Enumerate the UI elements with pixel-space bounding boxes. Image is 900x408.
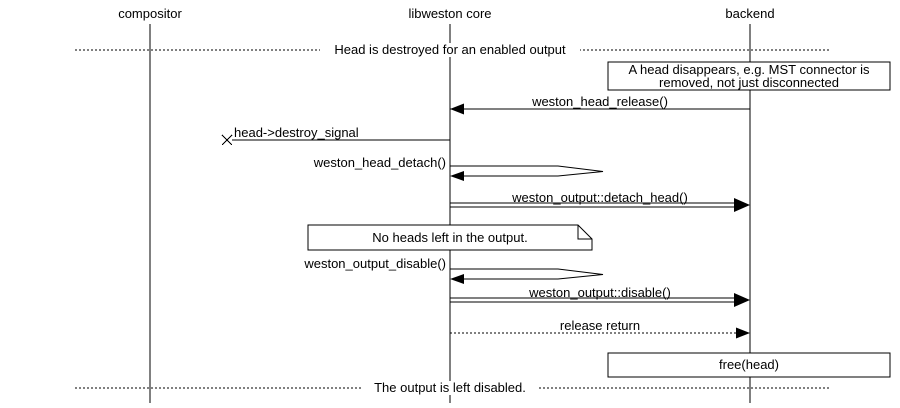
message-release-return-label: release return (560, 318, 640, 333)
box-free-head (607, 352, 891, 378)
lost-message-x-icon (221, 134, 233, 146)
arrow-disable-arrowhead-icon (734, 293, 750, 307)
self-call-output-disable-arrowhead-icon (450, 274, 464, 284)
message-output-disable-call-label: weston_output_disable() (303, 256, 446, 271)
divider-bottom-mask (363, 381, 537, 395)
self-call-head-detach-loop (450, 165, 604, 177)
divider-top-mask (320, 43, 580, 57)
note-head-disappears-box (607, 61, 891, 91)
actor-label-backend: backend (725, 6, 774, 21)
note-no-heads-label: No heads left in the output. (372, 230, 527, 245)
divider-top-label: Head is destroyed for an enabled output (334, 42, 566, 57)
message-disable-label: weston_output::disable() (528, 285, 671, 300)
divider-bottom-label: The output is left disabled. (374, 380, 526, 395)
arrow-head-release-arrowhead-icon (450, 103, 464, 115)
message-head-release-label: weston_head_release() (531, 94, 668, 109)
note-no-heads-box (307, 224, 593, 251)
arrow-release-return-arrowhead-icon (736, 327, 750, 339)
note-head-disappears-line1: A head disappears, e.g. MST connector is (628, 62, 870, 77)
arrow-detach-head-arrowhead-icon (734, 198, 750, 212)
message-destroy-signal-label: head->destroy_signal (234, 125, 359, 140)
note-head-disappears-line2: removed, not just disconnected (659, 75, 839, 90)
actor-label-libweston-core: libweston core (408, 6, 491, 21)
message-detach-head-label: weston_output::detach_head() (511, 190, 688, 205)
message-head-detach-label: weston_head_detach() (313, 155, 446, 170)
self-call-head-detach-arrowhead-icon (450, 171, 464, 181)
box-free-head-label: free(head) (719, 357, 779, 372)
note-no-heads-fold-icon (577, 225, 592, 240)
actor-label-compositor: compositor (118, 6, 182, 21)
self-call-output-disable-loop (450, 268, 604, 280)
